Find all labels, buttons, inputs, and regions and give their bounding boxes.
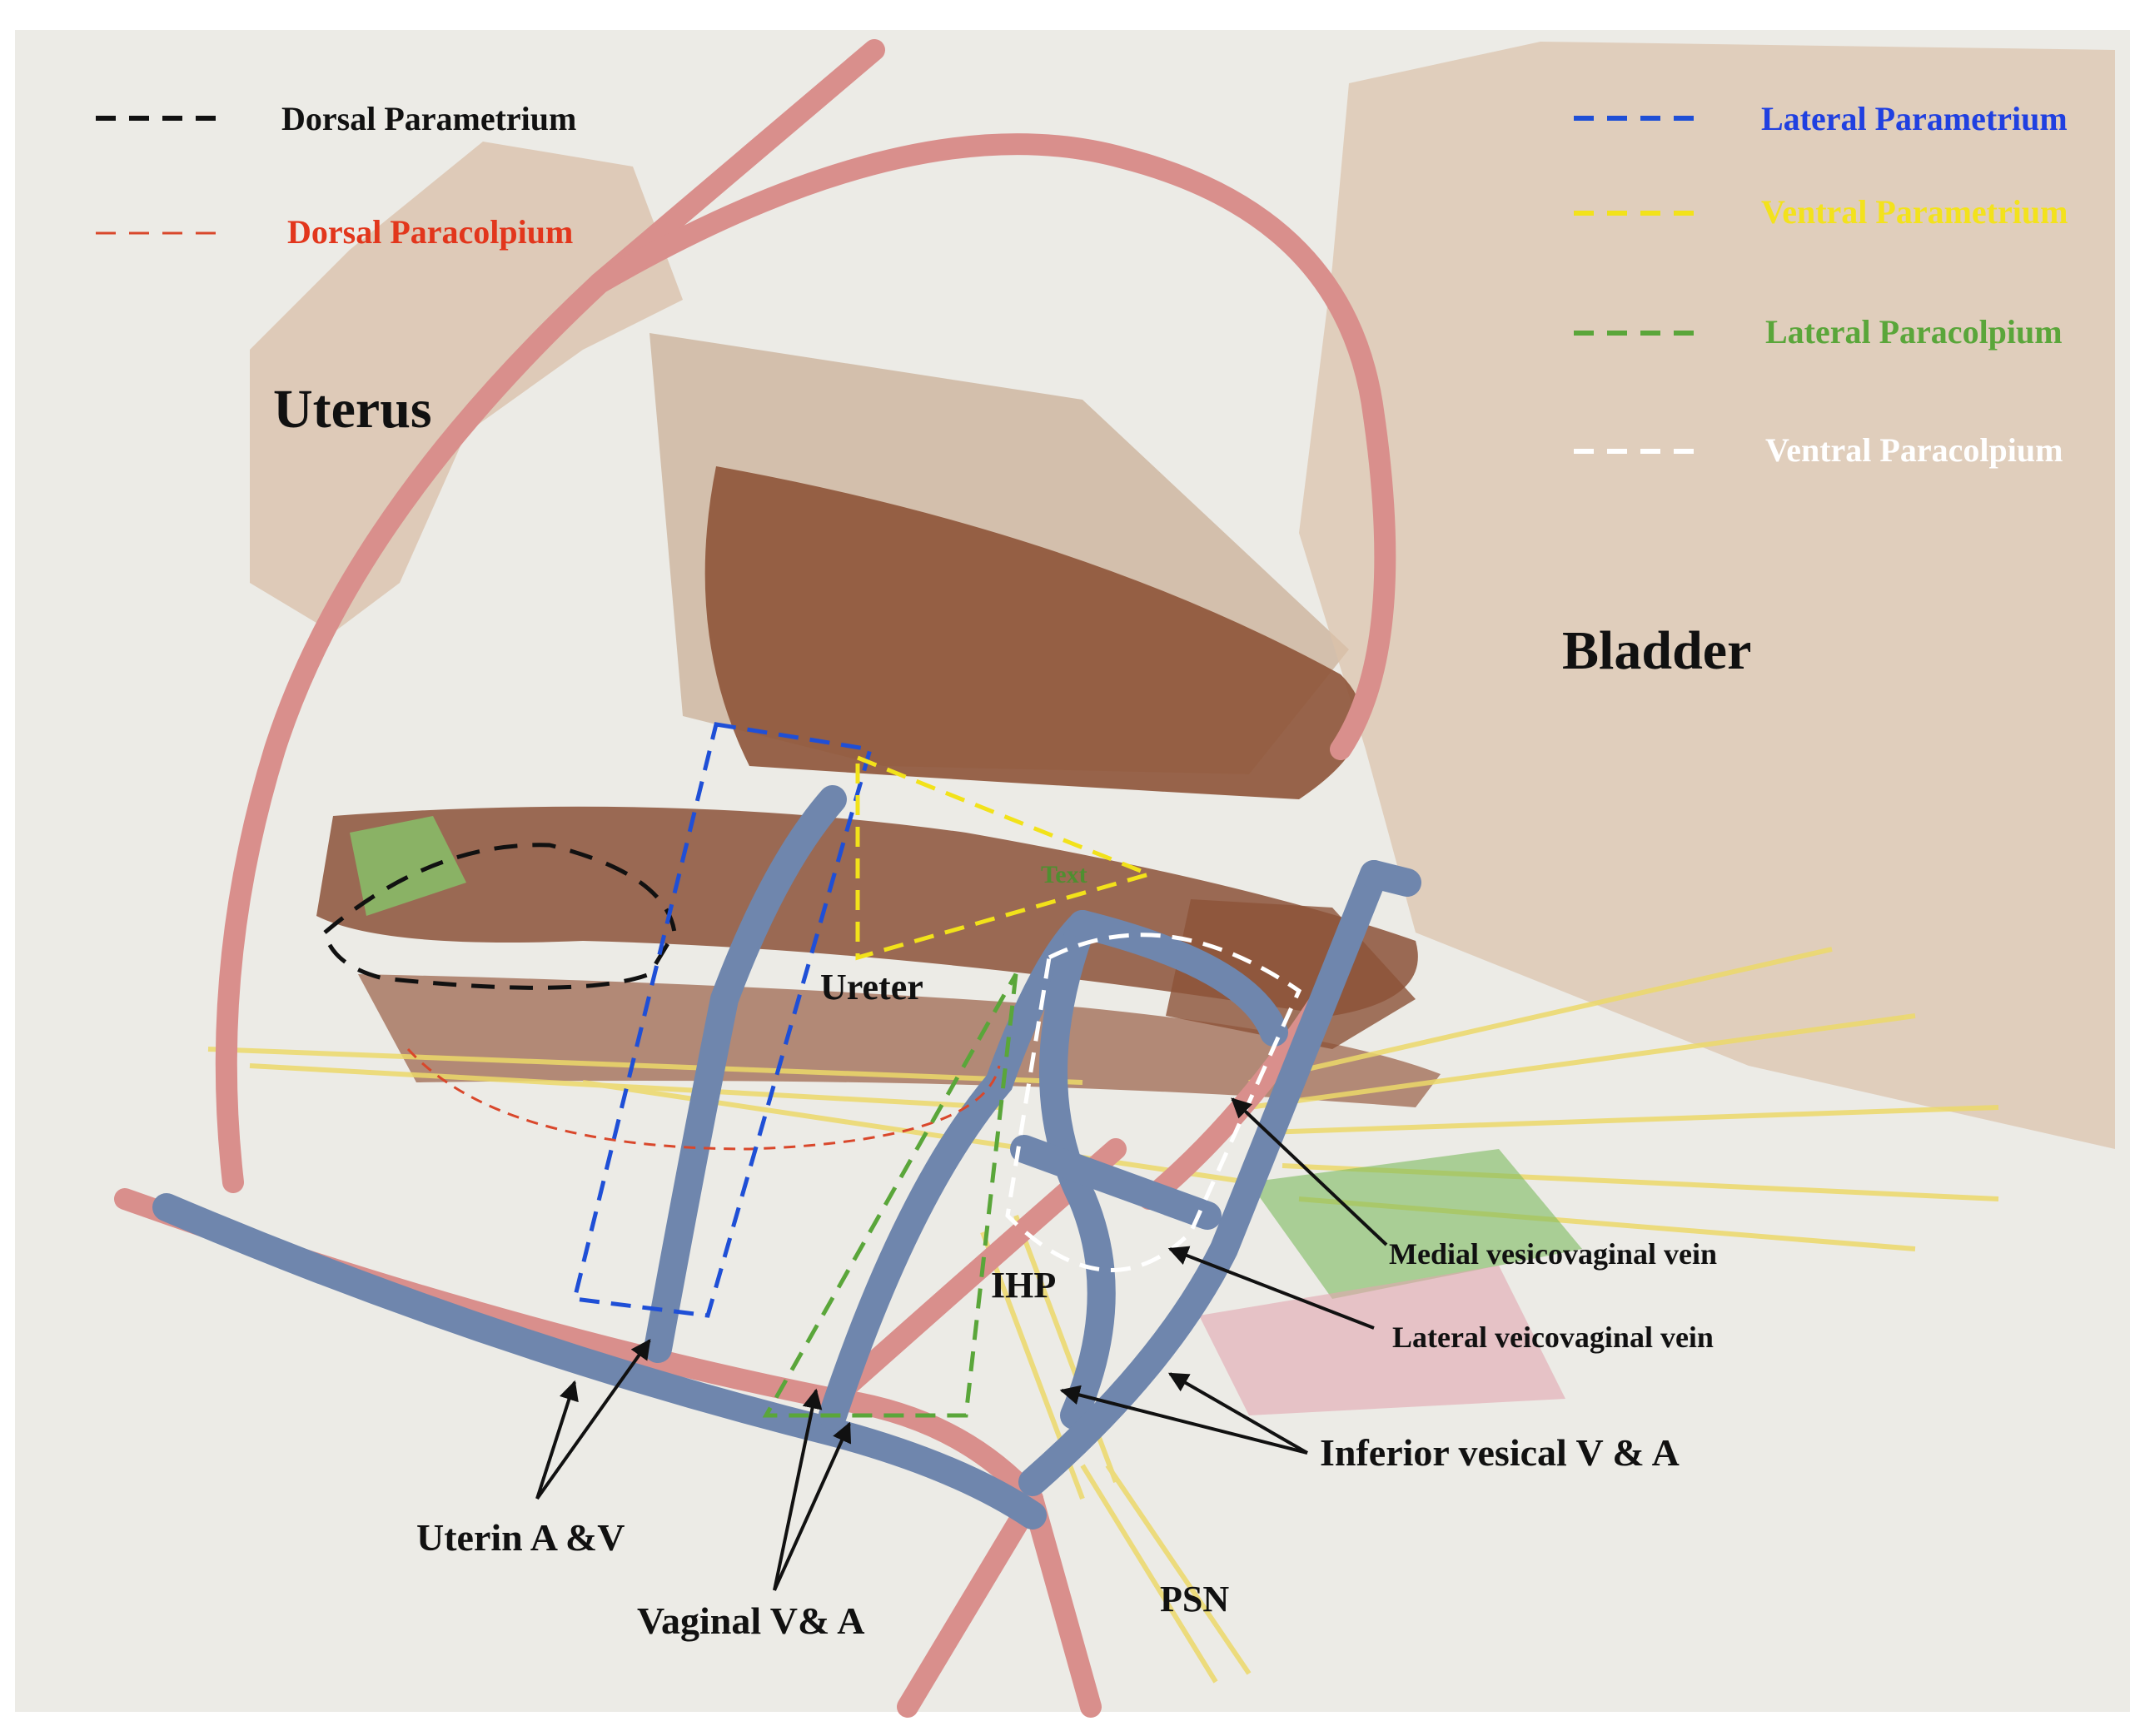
arrow-inferior-vesical-vein [1059,1385,1308,1455]
arrow-medial-vesicovaginal [1231,1097,1388,1246]
dorsal-parametrium-outline [322,843,677,990]
arrow-uterine-1 [535,1380,579,1500]
lateral-parametrium-outline [571,722,873,1318]
label-vaginal-vein-artery: Vaginal V& A [637,1599,865,1642]
legend-label-ventral-paracolpium: Ventral Paracolpium [1765,431,2063,469]
label-inferior-vesical: Inferior vesical V & A [1320,1431,1680,1474]
bladder-tissue [1299,42,2115,1149]
lateral-paracolpium-outline [762,972,1018,1418]
label-ihp: IHP [991,1265,1056,1306]
arrow-inferior-vesical-artery [1167,1372,1308,1455]
green-tissue-left [350,816,466,916]
ventral-paracolpium-outline [1005,933,1302,1272]
annotation-arrows [535,1097,1388,1591]
label-lateral-vesicovaginal-vein: Lateral veicovaginal vein [1392,1321,1714,1354]
muscle-band-upper [704,466,1362,799]
pink-tissue [1199,1266,1565,1415]
veins [152,785,1421,1530]
legend-labels: Dorsal Parametrium Dorsal Paracolpium La… [281,100,2068,469]
arrow-vaginal-1 [773,1388,823,1591]
legend-label-lateral-paracolpium: Lateral Paracolpium [1765,313,2063,351]
label-ureter: Ureter [820,967,923,1007]
region-outlines [322,722,1302,1418]
label-text-mark: Text [1041,861,1087,888]
dorsal-paracolpium-outline [406,1047,1001,1151]
uterus-tissue [250,142,683,633]
label-medial-vesicovaginal-vein: Medial vesicovaginal vein [1389,1237,1717,1271]
legend-label-dorsal-parametrium: Dorsal Parametrium [281,100,576,137]
arrow-uterine-2 [535,1339,651,1500]
legend-label-dorsal-paracolpium: Dorsal Paracolpium [287,213,573,251]
legend-label-lateral-parametrium: Lateral Parametrium [1761,100,2068,137]
arrow-vaginal-2 [773,1421,852,1591]
arrow-lateral-vesicovaginal [1167,1246,1375,1330]
legend-swatches [96,116,1707,454]
label-bladder: Bladder [1562,620,1751,681]
legend-label-ventral-parametrium: Ventral Parametrium [1761,193,2068,231]
label-uterine-artery-vein: Uterin A &V [416,1516,625,1559]
label-psn: PSN [1160,1579,1229,1619]
green-tissue-right [1249,1149,1582,1299]
label-uterus: Uterus [273,379,432,440]
